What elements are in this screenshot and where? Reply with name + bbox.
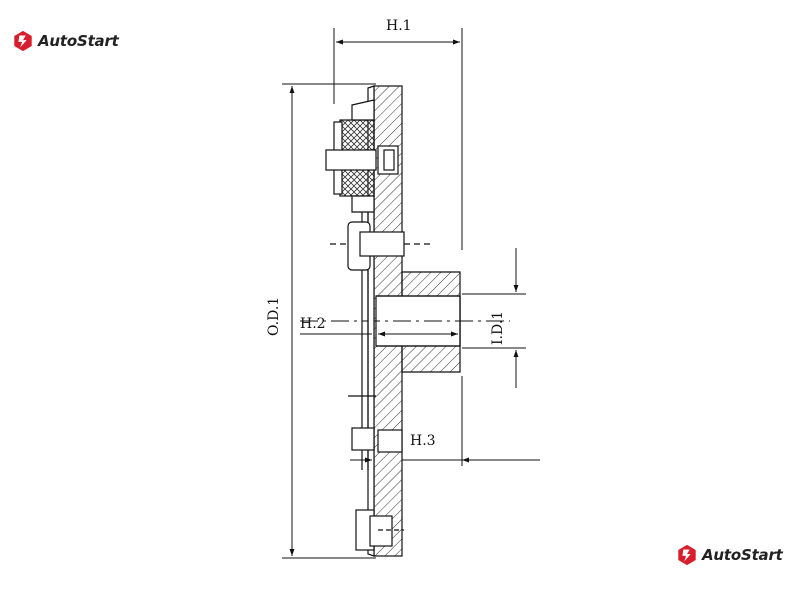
label-id1: I.D.1 bbox=[490, 311, 506, 345]
part-outline bbox=[300, 85, 510, 557]
brand-logo-bottom: AutoStart bbox=[676, 544, 783, 566]
brand-name: AutoStart bbox=[38, 32, 119, 50]
label-od1: O.D.1 bbox=[266, 297, 282, 336]
brand-logo-top: AutoStart bbox=[12, 30, 119, 52]
upper-pin bbox=[325, 149, 377, 171]
label-h1: H.1 bbox=[386, 18, 412, 34]
label-h3: H.3 bbox=[410, 433, 436, 449]
autostart-logo-icon bbox=[14, 30, 32, 52]
autostart-logo-icon bbox=[678, 544, 696, 566]
label-h2: H.2 bbox=[300, 316, 326, 332]
dimension-lines bbox=[282, 28, 540, 559]
brand-name: AutoStart bbox=[702, 546, 783, 564]
